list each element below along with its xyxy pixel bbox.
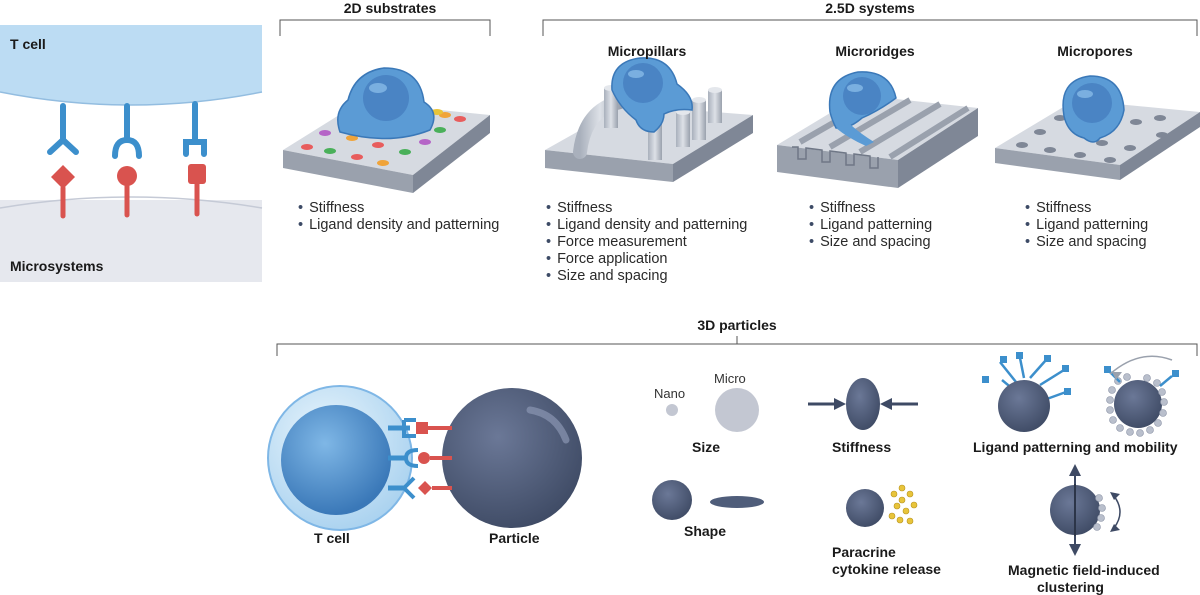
left-panel (0, 25, 263, 282)
mobility-arrow (1109, 355, 1173, 375)
label-paracrine-1: Paracrine (832, 544, 896, 560)
micropillars-scene (545, 57, 753, 182)
bracket-25d (542, 19, 1198, 36)
size-comparison (666, 388, 759, 432)
bullet-pillars-force-measurement: Force measurement (546, 234, 747, 251)
synapse-bonds (388, 418, 452, 500)
bullet-pores-stiffness: Stiffness (1025, 200, 1148, 217)
label-nano: Nano (654, 386, 686, 401)
stiffness-illustration (808, 378, 918, 430)
magnetic-illustration (1050, 464, 1121, 556)
shape-comparison (652, 480, 764, 520)
title-25d-systems: 2.5D systems (825, 0, 915, 16)
ligand-heads (982, 352, 1071, 395)
tcell-membrane-edge (0, 91, 263, 106)
title-micropores: Micropores (1057, 43, 1133, 59)
microsystem-edge (0, 196, 263, 209)
tcell-nucleus (281, 405, 391, 515)
bullet-2d-stiffness: Stiffness (298, 200, 499, 217)
tcr-receptor-1 (47, 103, 79, 155)
bullets-microridges: Stiffness Ligand patterning Size and spa… (809, 200, 932, 251)
mobile-ligand-beads (1106, 373, 1168, 437)
bracket-2d (279, 19, 491, 36)
tcell-membrane-label: T cell (10, 36, 46, 52)
bullet-ridges-stiffness: Stiffness (809, 200, 932, 217)
ligand-circle (117, 166, 137, 218)
micro-particle (715, 388, 759, 432)
tcell-particle-synapse (267, 385, 582, 531)
patterned-particle (998, 380, 1050, 432)
tcell-membrane (0, 25, 262, 105)
sphere-particle (652, 480, 692, 520)
bullet-pillars-force-application: Force application (546, 251, 747, 268)
bullet-pores-size: Size and spacing (1025, 234, 1148, 251)
cytokine-dots (888, 484, 918, 525)
clustered-beads (1093, 494, 1106, 531)
microsystem-surface (0, 200, 262, 282)
bullet-ridges-size: Size and spacing (809, 234, 932, 251)
title-2d-substrates: 2D substrates (343, 0, 437, 16)
label-magnetic-1: Magnetic field-induced (1008, 562, 1160, 578)
label-micro: Micro (714, 371, 746, 386)
rotation-arrow (1113, 495, 1121, 529)
compressed-particle (846, 378, 880, 430)
bullet-pillars-size: Size and spacing (546, 268, 747, 285)
title-microridges: Microridges (835, 43, 915, 59)
bracket-3d (276, 336, 1198, 356)
microsystems-label: Microsystems (10, 258, 104, 274)
label-shape: Shape (684, 523, 727, 539)
mobile-ligand-particle (1114, 380, 1162, 428)
pillars (604, 85, 722, 160)
title-3d-particles: 3D particles (697, 317, 777, 333)
cell-on-pores (1062, 75, 1125, 143)
bullet-pillars-ligand: Ligand density and patterning (546, 217, 747, 234)
particle-body (442, 388, 582, 528)
disc-particle (710, 496, 764, 508)
paracrine-illustration (846, 484, 918, 527)
bullets-micropillars: Stiffness Ligand density and patterning … (546, 200, 747, 285)
ligand-square (188, 164, 206, 217)
paracrine-particle (846, 489, 884, 527)
label-size: Size (692, 439, 721, 455)
bullet-pores-ligand: Ligand patterning (1025, 217, 1148, 234)
microridges-scene (777, 71, 978, 188)
bullet-2d-ligand: Ligand density and patterning (298, 217, 499, 234)
label-stiffness: Stiffness (832, 439, 892, 455)
micropores-scene (995, 75, 1200, 180)
cell-on-ridges (828, 71, 897, 146)
tcr-receptor-2 (112, 103, 142, 159)
ligand-dots (301, 109, 466, 166)
ligand-diamond (51, 165, 75, 219)
cell-on-pillars (611, 57, 693, 133)
pores (1016, 115, 1168, 163)
label-magnetic-2: clustering (1037, 579, 1104, 595)
ligand-patterning-illustration (982, 352, 1179, 437)
label-ligand-patterning: Ligand patterning and mobility (973, 439, 1178, 455)
label-particle: Particle (489, 530, 540, 546)
label-paracrine-2: cytokine release (832, 561, 941, 577)
bullet-ridges-ligand: Ligand patterning (809, 217, 932, 234)
bullet-pillars-stiffness: Stiffness (546, 200, 747, 217)
bullets-micropores: Stiffness Ligand patterning Size and spa… (1025, 200, 1148, 251)
nano-particle (666, 404, 678, 416)
substrate-2d (283, 67, 490, 193)
title-micropillars: Micropillars (607, 43, 687, 59)
cell-on-2d (337, 67, 435, 140)
bullets-2d: Stiffness Ligand density and patterning (298, 200, 499, 234)
label-tcell-3d: T cell (314, 530, 350, 546)
tcr-receptor-3 (183, 101, 207, 157)
